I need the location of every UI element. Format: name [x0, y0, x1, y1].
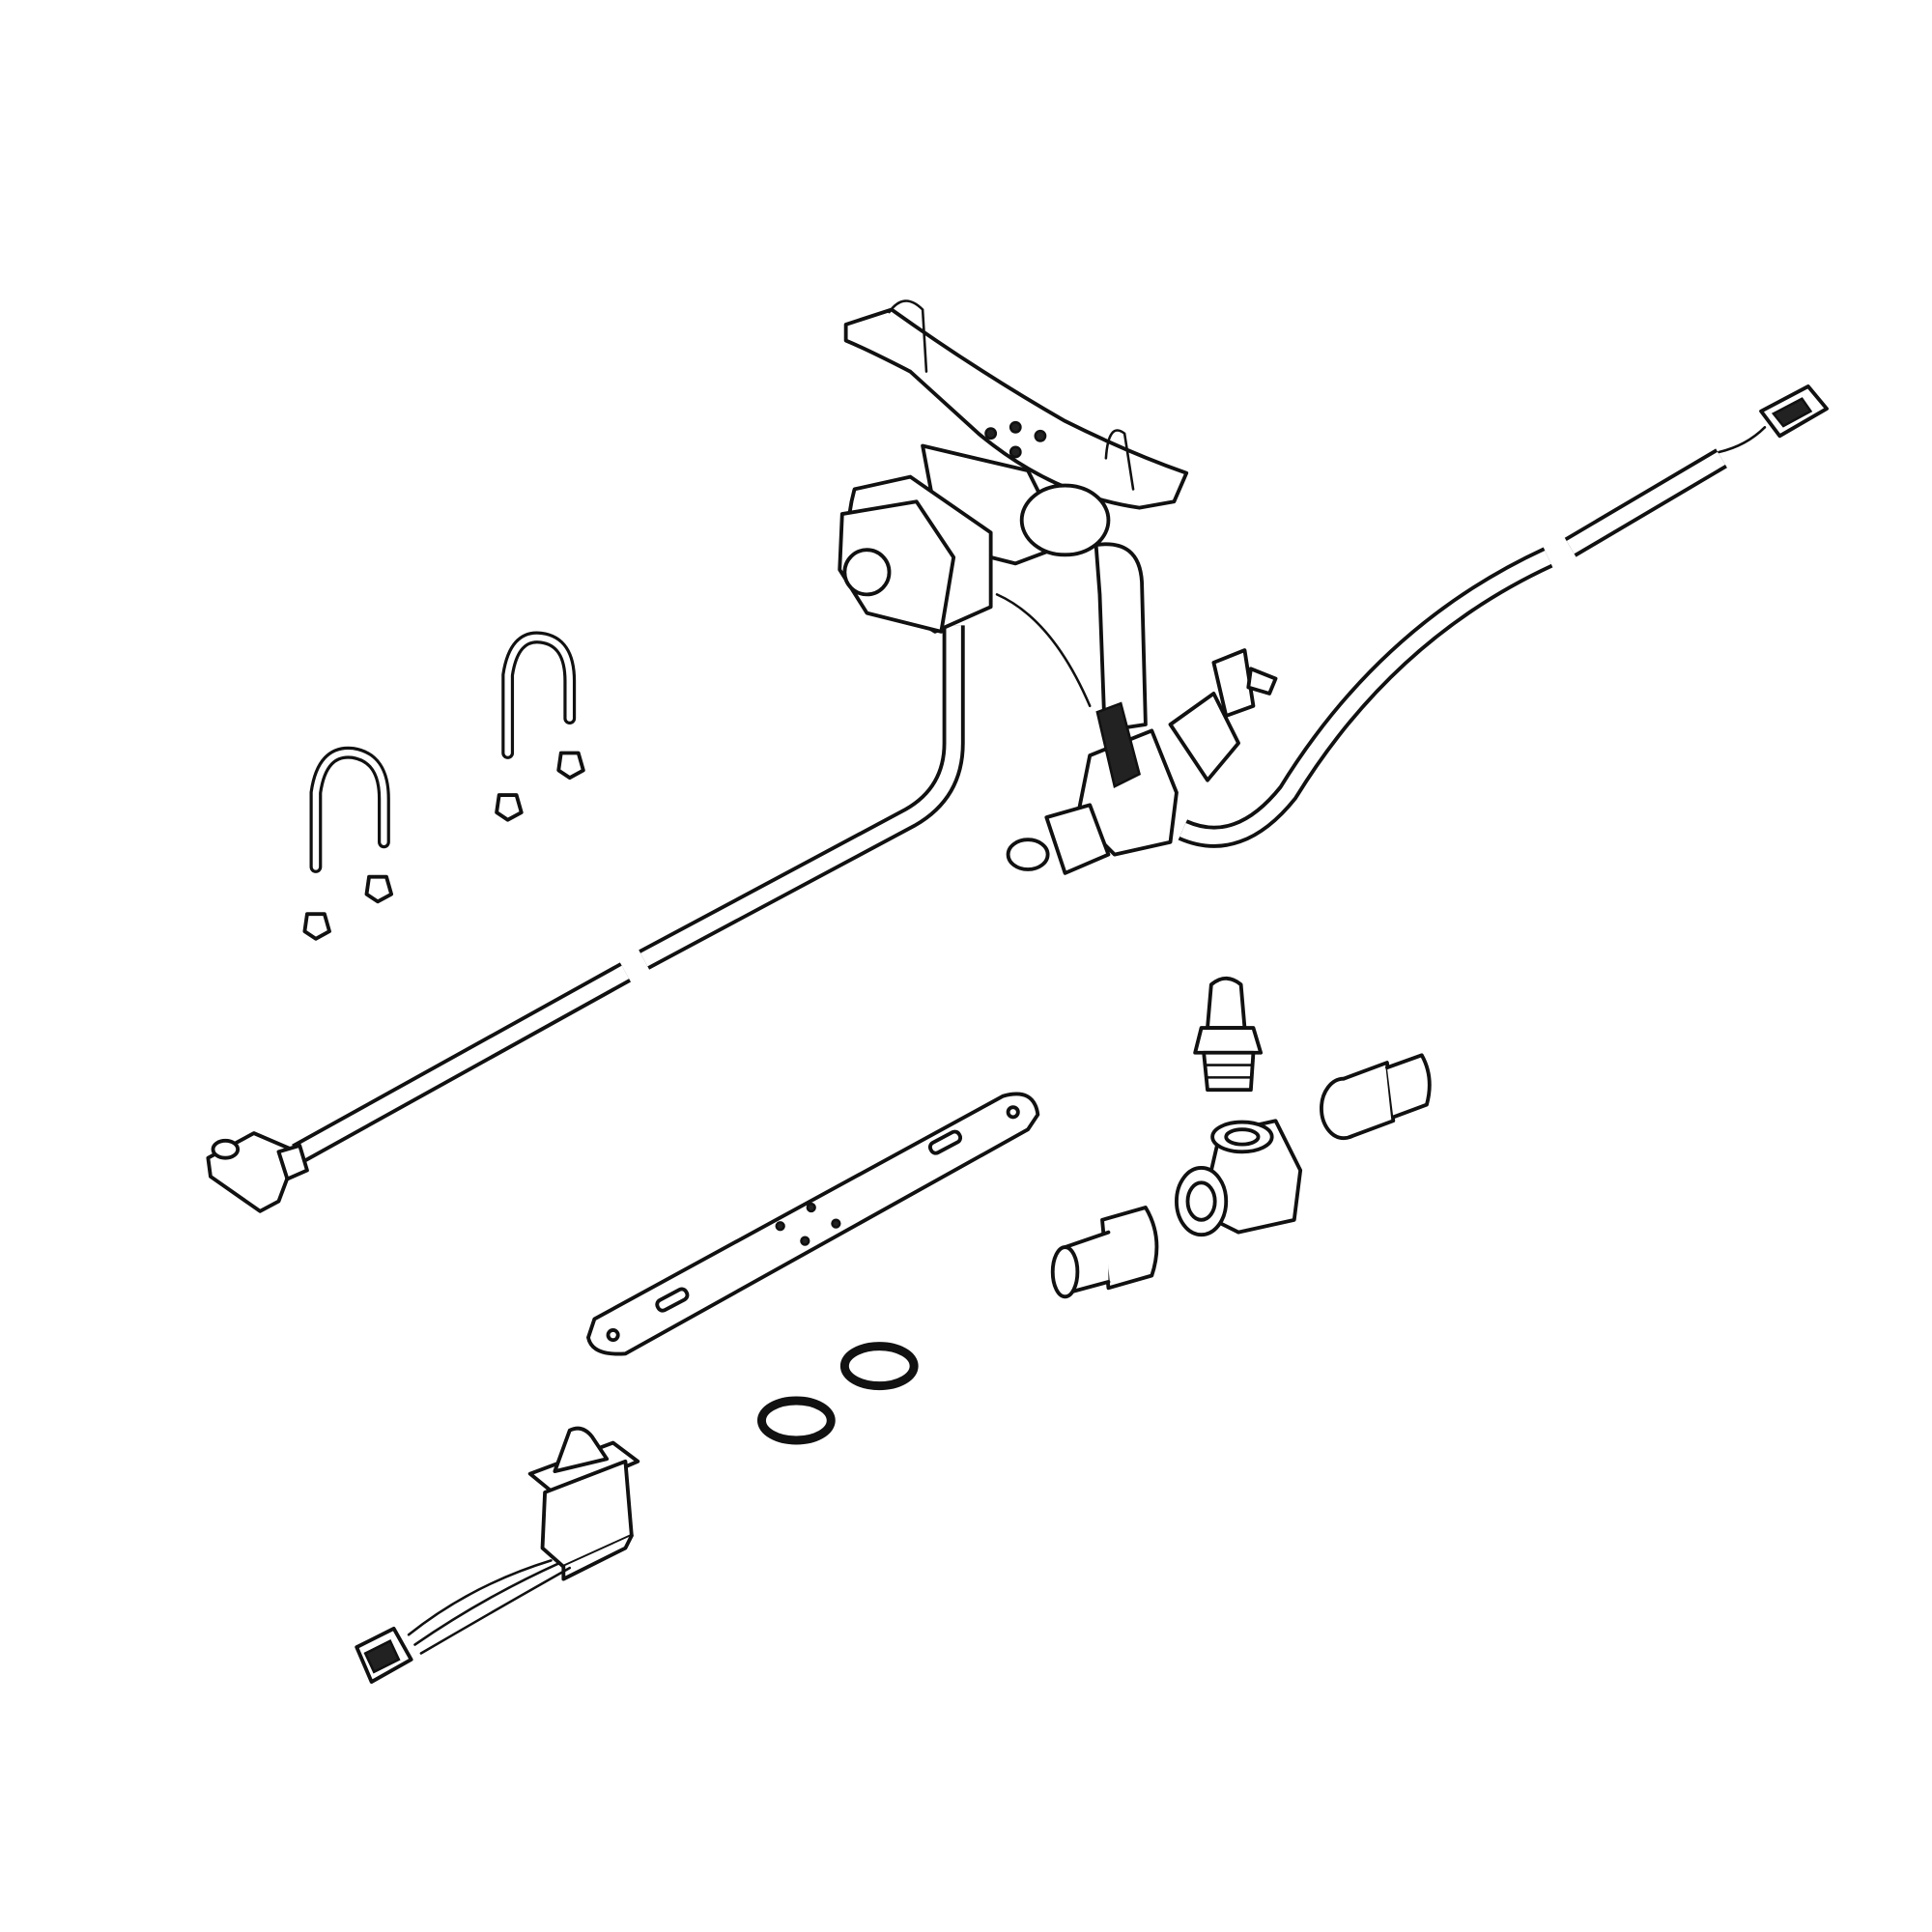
rocker-switch — [355, 1426, 640, 1684]
u-bolt — [302, 746, 394, 941]
switch-connector — [355, 1626, 413, 1684]
cable-connector — [1759, 384, 1829, 439]
suction-hose — [206, 625, 965, 1213]
u-bolt — [495, 631, 585, 822]
hose-elbow — [206, 1131, 309, 1213]
pump-assembly — [838, 299, 1278, 875]
tee-fitting — [1175, 1119, 1303, 1237]
hose-barb-fitting — [1320, 1053, 1432, 1141]
power-cable — [1178, 384, 1829, 848]
o-ring — [839, 1342, 919, 1391]
mounting-strap — [586, 1092, 1040, 1356]
hose-barb-fitting — [1050, 1206, 1159, 1299]
o-ring — [756, 1396, 836, 1445]
hose-barb-fitting — [1193, 976, 1264, 1093]
